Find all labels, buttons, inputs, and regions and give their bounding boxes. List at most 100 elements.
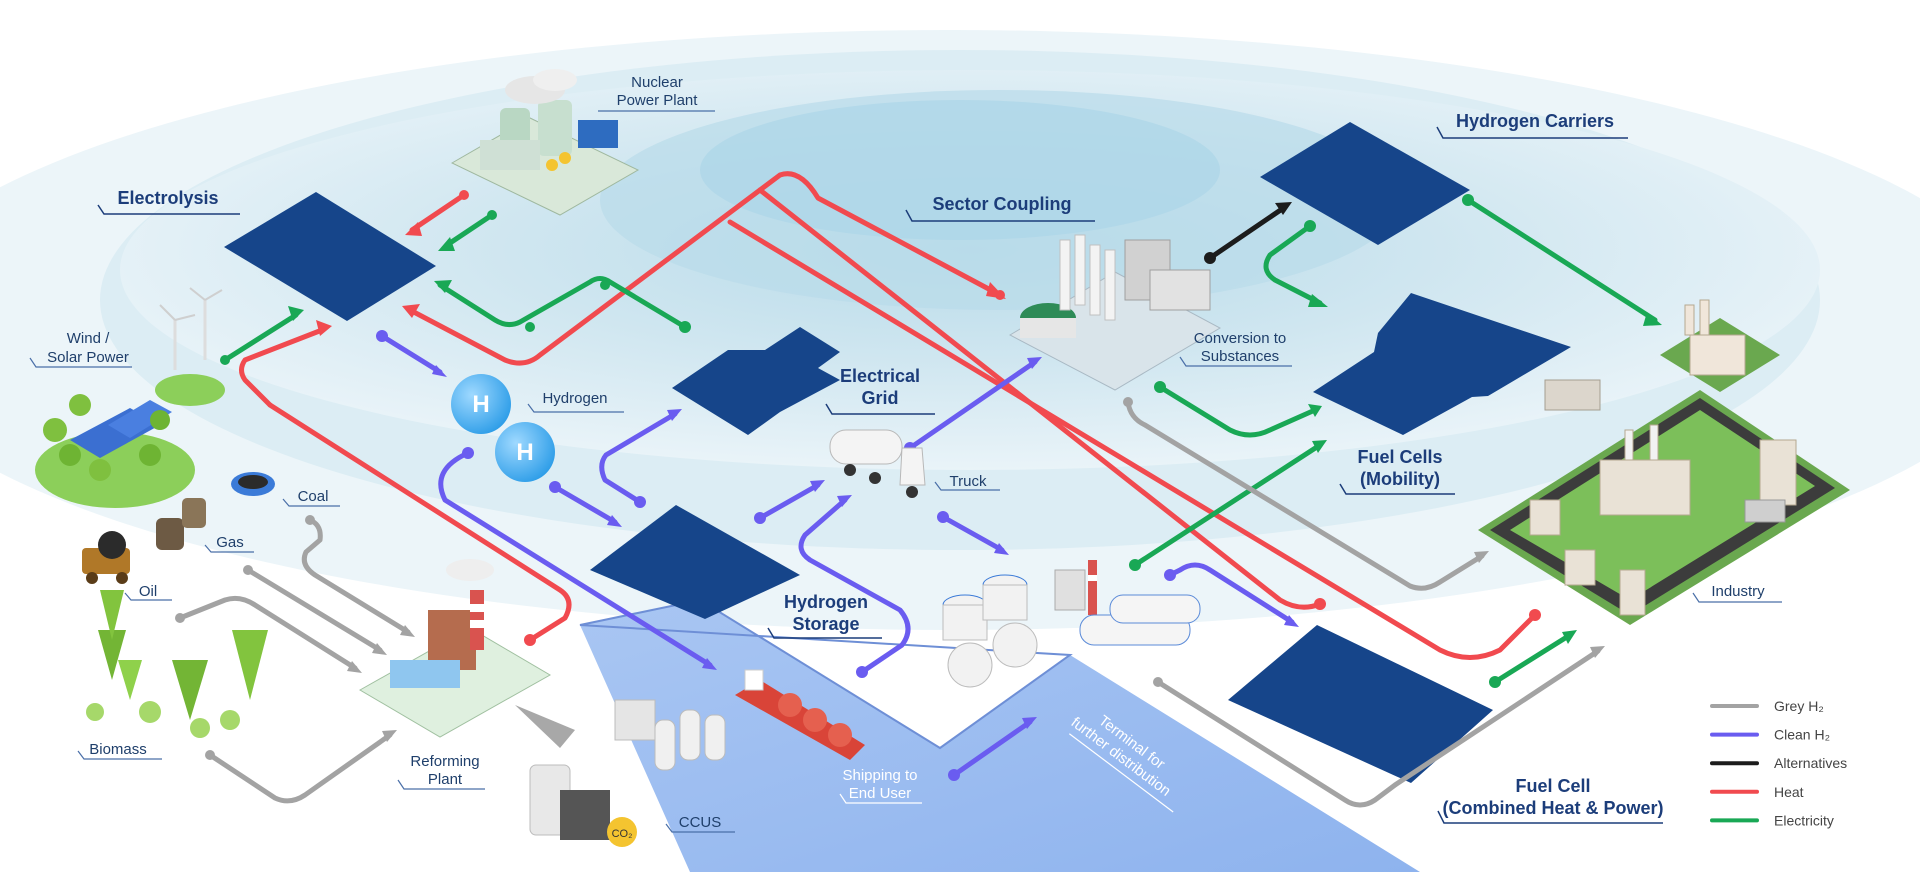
terminal-tanks-illustration <box>942 560 1201 688</box>
coal-label: Coal <box>298 488 329 505</box>
arrow-clean-sea <box>1022 717 1037 729</box>
sea-edge <box>579 598 1073 750</box>
elec-pipe-electrolysis <box>437 276 688 330</box>
reforming-plant-illustration <box>358 559 552 738</box>
elec-pipe-wind <box>222 312 299 363</box>
conversion-label-line1: Conversion to <box>1194 330 1287 347</box>
heat-pipe-long-2 <box>727 219 1538 660</box>
arrow-grey-chp <box>1590 646 1605 658</box>
reforming-label-line1: Reforming <box>410 753 479 770</box>
nuclear-label-line2: Power Plant <box>617 92 699 109</box>
ground-core2 <box>700 100 1220 240</box>
arrow-heat-electrolysis <box>402 304 420 318</box>
gas-label: Gas <box>216 534 244 551</box>
elec-pipe-storage-fc <box>1132 442 1323 568</box>
grey-pipe-biomass <box>207 732 393 804</box>
arrow-clean-truck-in <box>810 480 825 492</box>
arrowheads <box>288 202 1662 748</box>
hydrogen-atom-1 <box>451 374 511 434</box>
clean-pipe-truck-sector <box>907 359 1038 451</box>
biomass-illustration <box>86 590 268 738</box>
oil-label: Oil <box>139 583 157 600</box>
sector-coupling-label: Sector Coupling <box>933 194 1072 214</box>
clean-pipe-storage-sea <box>798 497 911 675</box>
clean-pipe-grid <box>599 411 678 505</box>
legend-label-1: Clean H₂ <box>1774 727 1830 743</box>
heat-pipe-nuclear <box>409 192 467 233</box>
arrow-heat-sector <box>986 282 1006 299</box>
fuel-cells-mobility-block <box>1313 293 1571 435</box>
arrow-grey-coal <box>400 625 415 637</box>
arrow-alt <box>1275 202 1292 215</box>
fuel-cell-chp-block <box>1228 625 1493 783</box>
grey-pipe-industry <box>1125 399 1485 591</box>
clean-pipe-h2-storage <box>552 484 618 525</box>
arrow-heat-nuclear <box>405 222 422 236</box>
hydrogen-label: Hydrogen <box>542 390 607 407</box>
heat-pipe-wind <box>239 327 325 408</box>
wind-solar-label-line1: Wind / <box>67 330 110 347</box>
co2-icon <box>607 817 637 847</box>
nuclear-label-line1: Nuclear <box>631 74 683 91</box>
clean-pipe-sea <box>951 719 1033 778</box>
elec-pipe-fc <box>1157 384 1318 438</box>
clean-pipe-terminal <box>1167 562 1295 625</box>
clean-pipe-h2-ship <box>438 450 713 668</box>
ccus-illustration: CO₂ <box>529 699 726 847</box>
hydrogen-atom-2-letter: H <box>516 439 533 466</box>
sea <box>580 600 1420 872</box>
industry-illustration <box>1478 299 1850 625</box>
arrow-grey-gas <box>372 643 387 655</box>
grey-pipe-coal <box>301 517 411 635</box>
wind-solar-illustration <box>35 287 225 508</box>
legend-label-0: Grey H₂ <box>1774 698 1824 714</box>
legend-label-2: Alternatives <box>1774 755 1847 771</box>
arrow-grey-ccus <box>515 705 575 748</box>
pipes <box>177 171 1658 808</box>
arrow-elec-chp <box>1562 630 1577 644</box>
arrow-elec-storage-fc <box>1312 440 1327 453</box>
arrow-heat-wind <box>316 320 332 336</box>
wind-solar-label-line2: Solar Power <box>47 349 129 366</box>
arrow-elec-electrolysis <box>434 280 452 293</box>
hydrogen-storage-label-line1: Hydrogen <box>784 592 868 612</box>
arrow-elec-wind <box>288 306 304 321</box>
arrow-grey-industry <box>1474 551 1489 563</box>
arrow-elec-fc <box>1308 404 1322 417</box>
electrolysis-block <box>224 192 436 321</box>
arrow-grey-oil <box>347 661 362 673</box>
shipping-label-line1: Shipping to <box>842 767 917 784</box>
arrow-clean-storage-sea <box>837 495 852 507</box>
fuel-cell-chp-label-line2: (Combined Heat & Power) <box>1442 798 1663 818</box>
arrow-clean-ship <box>702 658 717 670</box>
nuclear-plant-illustration <box>450 69 640 216</box>
heat-pipe-reforming <box>267 402 572 643</box>
coal-gas-oil-illustration <box>82 472 275 584</box>
clean-pipe-electrolysis-h2 <box>379 333 443 375</box>
hydrogen-carriers-block <box>1260 122 1470 245</box>
arrow-clean-1 <box>432 365 447 377</box>
arrow-clean-sector <box>1027 357 1042 369</box>
grey-pipe-oil <box>177 595 358 671</box>
ccus-label: CCUS <box>679 814 722 831</box>
ship-illustration <box>735 669 865 760</box>
electrolysis-label: Electrolysis <box>117 188 218 208</box>
fuel-cell-chp-label-line1: Fuel Cell <box>1515 776 1590 796</box>
co2-icon-label: CO₂ <box>612 828 633 840</box>
arrow-clean-storage <box>607 515 622 527</box>
elec-pipe-nuclear <box>444 212 495 248</box>
arrow-clean-truck-out <box>994 543 1009 555</box>
industry-label: Industry <box>1711 583 1765 600</box>
conversion-label-line2: Substances <box>1201 348 1279 365</box>
biomass-label: Biomass <box>89 741 147 758</box>
alt-pipe-carriers <box>1207 204 1288 261</box>
sector-coupling-plant-illustration <box>1008 234 1222 391</box>
arrow-clean-grid <box>667 409 682 421</box>
clean-pipe-truck-in <box>757 482 821 521</box>
grey-pipe-chp <box>1155 648 1601 808</box>
fuel-cells-mobility-label-line2: (Mobility) <box>1360 469 1440 489</box>
fuel-cells-mobility-label-line1: Fuel Cells <box>1357 447 1442 467</box>
hydrogen-molecule-illustration: H H <box>451 374 555 482</box>
